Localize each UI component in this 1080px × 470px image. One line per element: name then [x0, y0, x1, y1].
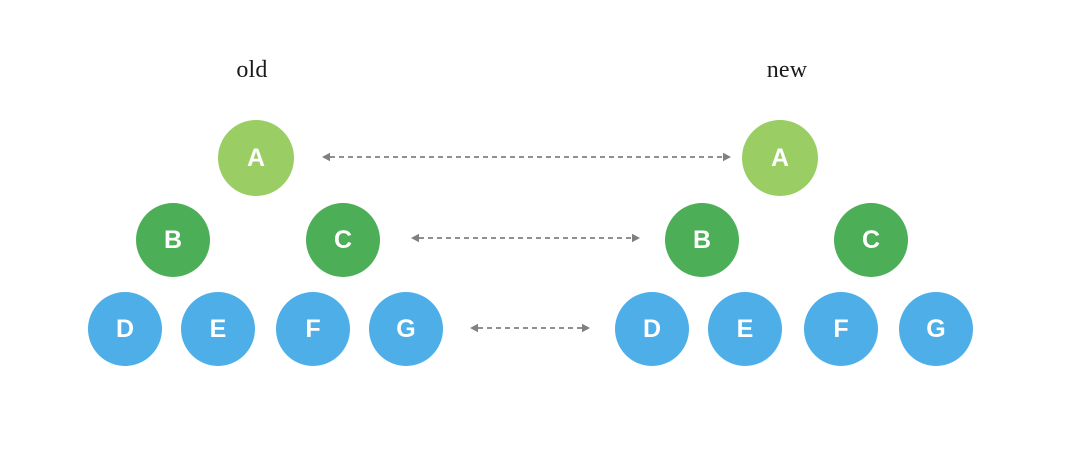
tree-node-label: D: [642, 314, 662, 343]
tree-node-new-f[interactable]: F: [804, 292, 878, 366]
tree-node-label: E: [736, 314, 754, 343]
tree-node-new-a[interactable]: A: [742, 120, 818, 196]
tree-node-label: F: [833, 314, 849, 343]
tree-node-label: G: [926, 314, 946, 343]
tree-node-old-f[interactable]: F: [276, 292, 350, 366]
tree-node-label: A: [770, 143, 790, 172]
connector-arrow-level-2: [411, 229, 640, 247]
tree-node-old-c[interactable]: C: [306, 203, 380, 277]
connector-arrow-level-3: [470, 319, 590, 337]
tree-node-new-g[interactable]: G: [899, 292, 973, 366]
tree-node-label: B: [692, 225, 712, 254]
tree-node-label: C: [333, 225, 353, 254]
tree-node-label: D: [115, 314, 135, 343]
tree-node-old-a[interactable]: A: [218, 120, 294, 196]
tree-node-old-d[interactable]: D: [88, 292, 162, 366]
tree-node-old-g[interactable]: G: [369, 292, 443, 366]
tree-node-label: E: [209, 314, 227, 343]
tree-node-label: A: [246, 143, 266, 172]
tree-node-label: C: [861, 225, 881, 254]
tree-label-new: new: [766, 57, 808, 83]
tree-label-old: old: [236, 57, 268, 83]
tree-node-new-c[interactable]: C: [834, 203, 908, 277]
tree-node-label: B: [163, 225, 183, 254]
tree-node-label: G: [396, 314, 416, 343]
tree-node-new-e[interactable]: E: [708, 292, 782, 366]
tree-node-old-e[interactable]: E: [181, 292, 255, 366]
tree-node-old-b[interactable]: B: [136, 203, 210, 277]
tree-node-label: F: [305, 314, 321, 343]
connector-arrow-level-1: [322, 148, 731, 166]
tree-node-new-b[interactable]: B: [665, 203, 739, 277]
tree-node-new-d[interactable]: D: [615, 292, 689, 366]
